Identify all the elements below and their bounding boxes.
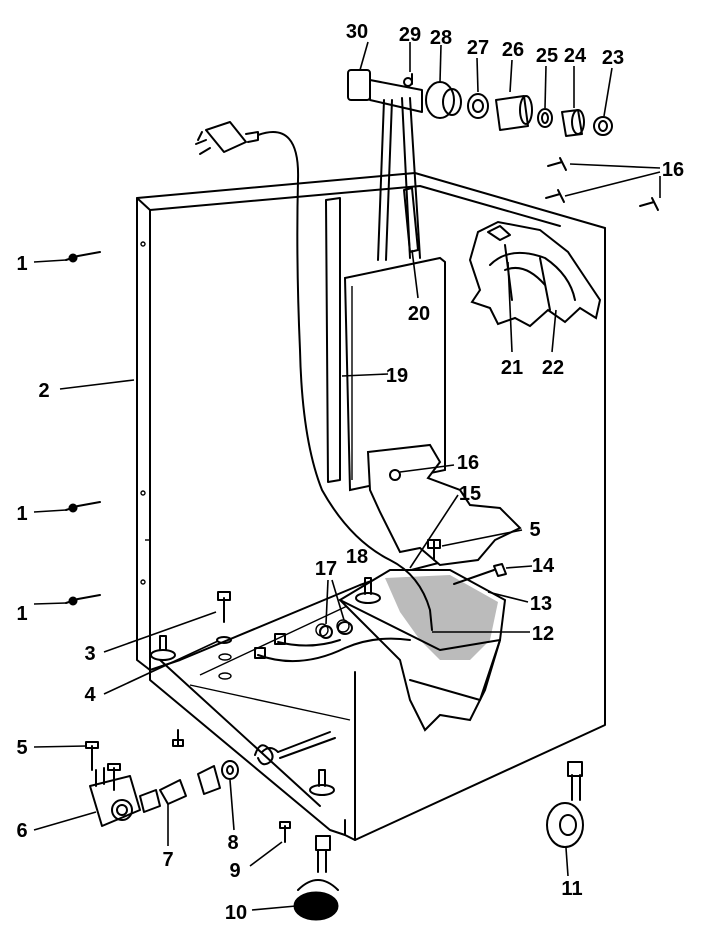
front-panel [354,227,606,841]
screws-1-left [65,251,101,606]
valve-assembly-top [347,69,613,137]
caster-11 [546,761,584,848]
callout-19: 19 [386,365,408,387]
cutaway-top-right [468,220,602,328]
side-panel [136,197,151,671]
callout-17: 17 [315,558,337,580]
callout-26: 26 [502,39,524,61]
wire-harness [254,633,411,663]
screws-16-top [545,157,659,211]
callout-4: 4 [84,684,96,706]
callout-23: 23 [602,47,624,69]
base-spring [254,731,336,766]
callout-3: 3 [84,643,95,665]
callout-14: 14 [532,555,555,577]
callout-1-lower: 1 [16,603,27,625]
callout-5-left: 5 [16,737,27,759]
callout-12: 12 [532,623,554,645]
callout-6: 6 [16,820,27,842]
callout-16-mid: 16 [457,452,479,474]
callout-15: 15 [459,483,481,505]
callout-22: 22 [542,357,564,379]
callout-11: 11 [561,878,582,900]
cutaway-bottom [338,569,507,732]
water-valve [89,760,239,827]
caster-10 [293,835,339,921]
callout-16-top: 16 [662,159,684,181]
callout-1-upper: 1 [16,253,27,275]
callout-29: 29 [399,24,421,46]
callout-10: 10 [225,902,247,924]
callout-28: 28 [430,27,452,49]
base-feet [150,577,381,796]
callout-5-right: 5 [529,519,540,541]
callout-labels: 30 29 28 27 26 25 24 23 16 1 2 20 21 22 … [16,21,684,924]
cutaway-middle [366,443,522,567]
power-cord [195,121,433,631]
callout-7: 7 [162,849,173,871]
callout-13: 13 [530,593,552,615]
leader-lines [33,41,661,911]
callout-8: 8 [227,832,238,854]
callout-9: 9 [229,860,240,882]
callout-24: 24 [564,45,587,67]
callout-30: 30 [346,21,368,43]
callout-2: 2 [38,380,49,402]
callout-1-middle: 1 [16,503,27,525]
callout-27: 27 [467,37,489,59]
fill-tubes [377,97,421,261]
callout-20: 20 [408,303,430,325]
callout-21: 21 [501,357,523,379]
inner-board [325,197,446,492]
callout-18: 18 [346,546,368,568]
callout-25: 25 [536,45,558,67]
